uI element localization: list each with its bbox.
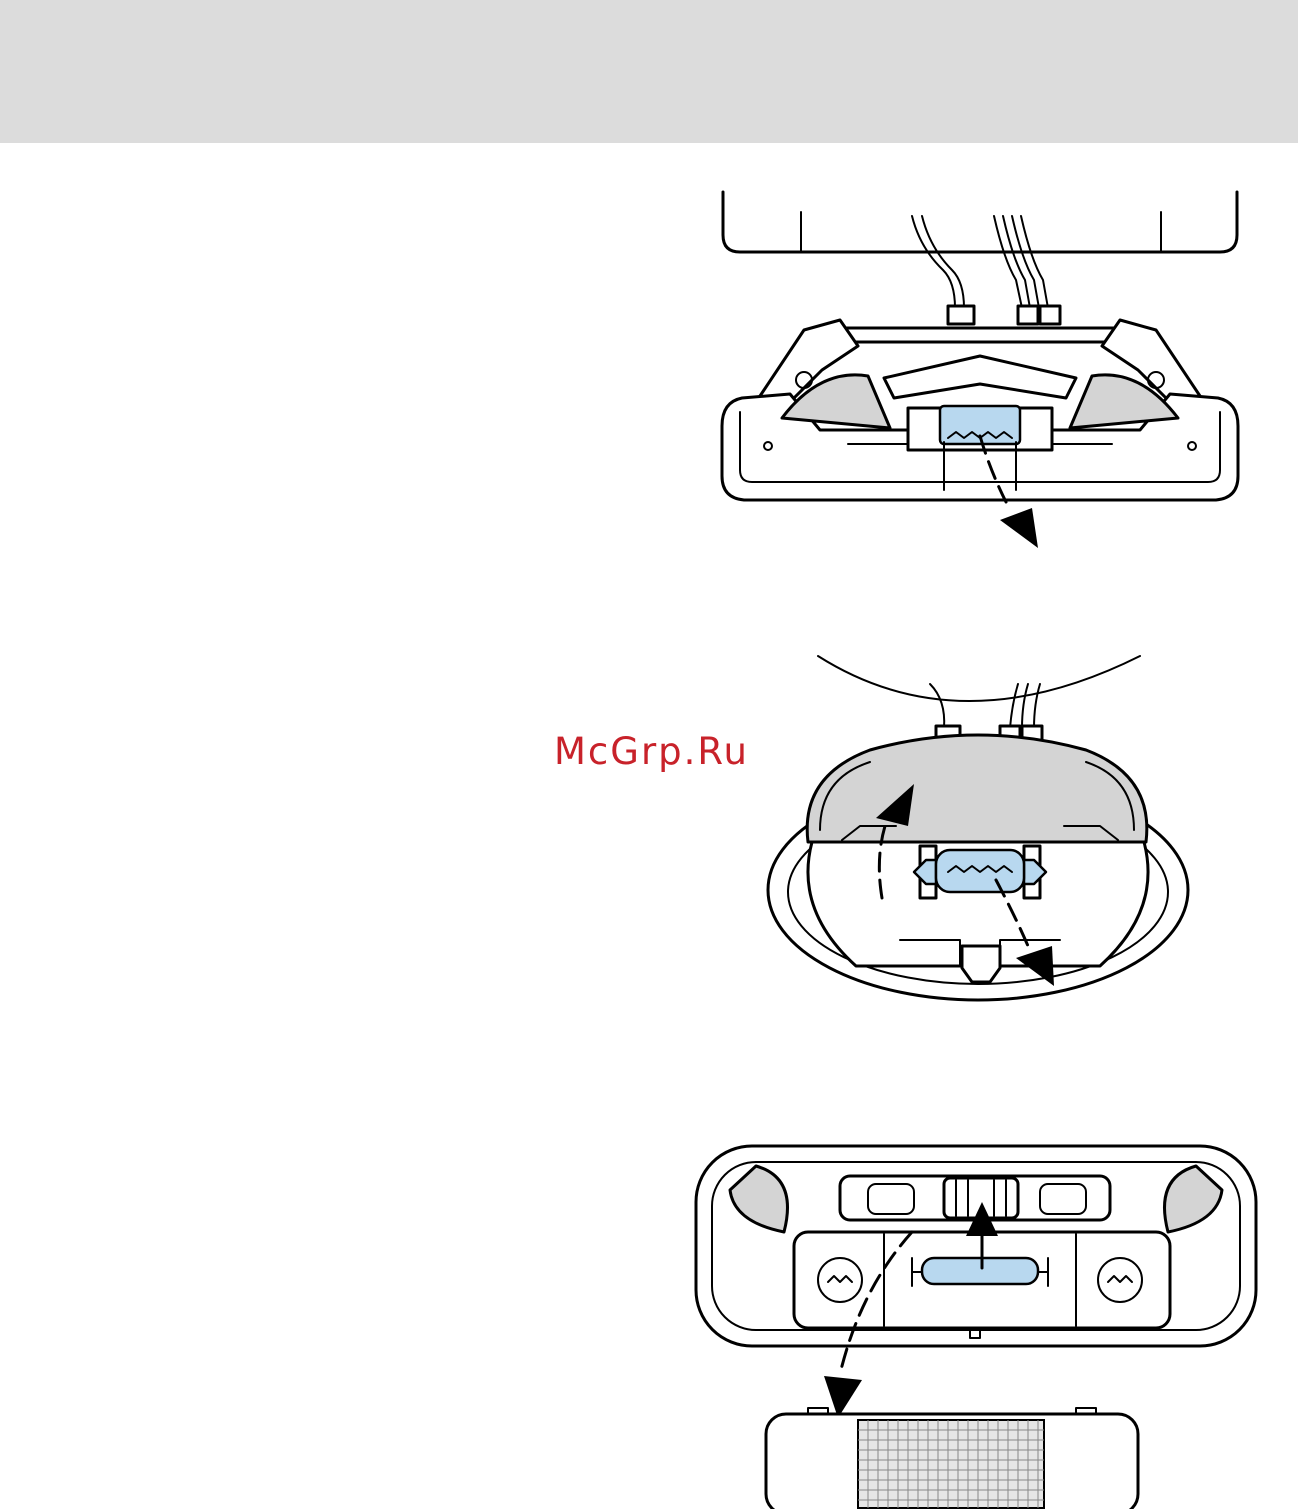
watermark-text: McGrp.Ru: [554, 733, 749, 770]
header-band: [0, 0, 1298, 143]
dome-lamp-illustration-2: [760, 650, 1160, 1010]
overhead-console-illustration: [690, 1140, 1270, 1509]
dome-lamp-illustration-1: [700, 180, 1260, 560]
